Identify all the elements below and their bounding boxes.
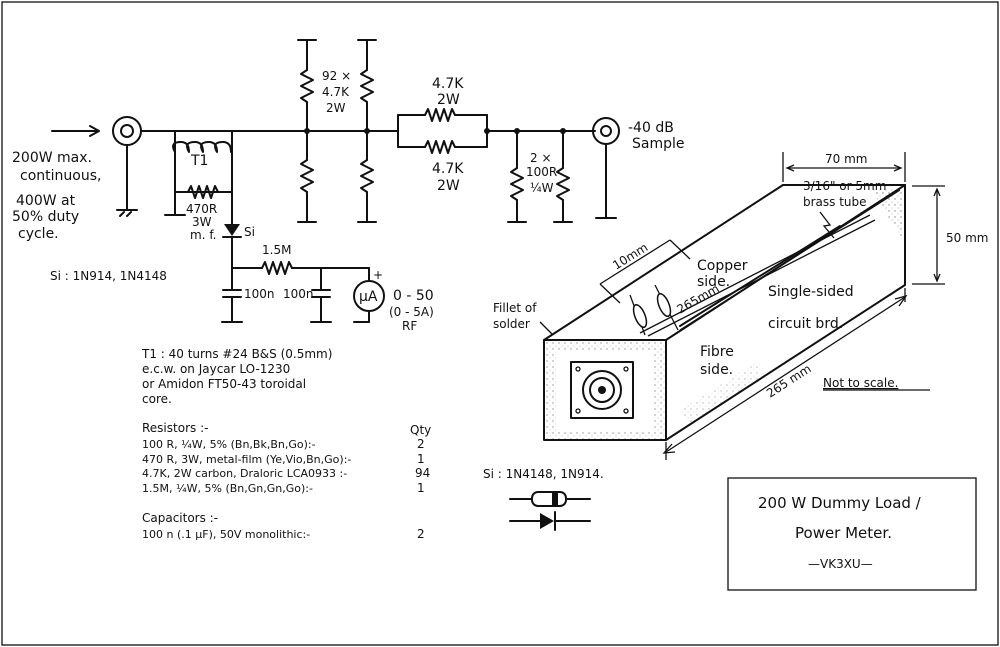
input-connector-icon bbox=[112, 116, 142, 217]
resistor-row-1-qty: 2 bbox=[417, 437, 425, 451]
bank-label-power: 2W bbox=[326, 101, 346, 115]
parallel-resistors-icon bbox=[366, 108, 596, 154]
t1-transformer-icon bbox=[164, 130, 233, 226]
cap2-capacitor-icon bbox=[310, 267, 332, 323]
meter-range-3: RF bbox=[402, 319, 417, 333]
resistor-row-3: 4.7K, 2W carbon, Draloric LCA0933 :- bbox=[142, 467, 347, 480]
not-to-scale-label: Not to scale. bbox=[823, 376, 898, 390]
capacitor-row-1-qty: 2 bbox=[417, 527, 425, 541]
r470-label-power: 3W bbox=[192, 215, 212, 229]
resistor-row-4-qty: 1 bbox=[417, 481, 425, 495]
fillet-label-line1: Fillet of bbox=[493, 301, 537, 315]
t1-label: T1 bbox=[190, 153, 208, 169]
t1-note-line3: or Amidon FT50-43 toroidal bbox=[142, 377, 306, 391]
t1-note-line4: core. bbox=[142, 392, 172, 406]
tube-leader-icon bbox=[819, 211, 835, 239]
r100-value: 100R bbox=[526, 165, 557, 179]
bank-label-value: 4.7K bbox=[322, 85, 350, 99]
dim-265-outer-label: 265 mm bbox=[764, 361, 814, 400]
capacitors-heading: Capacitors :- bbox=[142, 511, 218, 525]
resistor-row-1: 100 R, ¼W, 5% (Bn,Bk,Bn,Go):- bbox=[142, 438, 316, 451]
title-line2: Power Meter. bbox=[795, 524, 892, 542]
resistor-row-2-qty: 1 bbox=[417, 452, 425, 466]
resistor-row-3-qty: 94 bbox=[415, 466, 430, 480]
copper-label-line1: Copper bbox=[697, 258, 748, 274]
cap1-capacitor-icon bbox=[221, 267, 243, 323]
qty-heading: Qty bbox=[410, 423, 431, 437]
output-label-sample: Sample bbox=[632, 136, 685, 152]
input-label-line4: 50% duty bbox=[12, 209, 79, 225]
output-divider-icon bbox=[507, 128, 573, 223]
t1-note-line1: T1 : 40 turns #24 B&S (0.5mm) bbox=[141, 347, 332, 361]
si-note-circuit: Si : 1N914, 1N4148 bbox=[50, 269, 167, 283]
fibre-label-line2: side. bbox=[700, 362, 733, 378]
diode-si-label: Si bbox=[244, 225, 255, 239]
tube-label-line1: 3/16" or 5mm bbox=[803, 179, 886, 193]
box-drawing bbox=[543, 184, 906, 441]
title-line3: —VK3XU— bbox=[808, 557, 873, 571]
resistor-row-2: 470 R, 3W, metal-film (Ye,Vio,Bn,Go):- bbox=[142, 453, 351, 466]
fibre-label-line1: Fibre bbox=[700, 344, 734, 360]
cap1-label: 100n bbox=[244, 287, 275, 301]
output-connector-icon bbox=[592, 117, 620, 219]
single-sided-line2: circuit brd. bbox=[768, 316, 843, 332]
capacitor-row-1: 100 n (.1 μF), 50V monolithic:- bbox=[142, 528, 310, 541]
input-label-line5: cycle. bbox=[18, 226, 59, 242]
bank-label-count: 92 × bbox=[322, 69, 351, 83]
dimension-50mm bbox=[912, 185, 945, 285]
fillet-leader-icon bbox=[539, 321, 553, 335]
input-label-line2: continuous, bbox=[20, 168, 101, 184]
r47b-power: 2W bbox=[437, 178, 460, 194]
title-line1: 200 W Dummy Load / bbox=[758, 494, 922, 512]
r100-count: 2 × bbox=[530, 151, 552, 165]
dimension-265mm bbox=[662, 288, 908, 460]
input-arrow bbox=[51, 125, 100, 137]
diode-package-icon bbox=[509, 491, 591, 507]
meter-symbol: μA bbox=[359, 289, 378, 305]
meter-plus-sign: + bbox=[373, 268, 383, 282]
r100-power: ¼W bbox=[530, 181, 554, 195]
dim-70-label: 70 mm bbox=[825, 152, 867, 166]
resistor-row-4: 1.5M, ¼W, 5% (Bn,Gn,Gn,Go):- bbox=[142, 482, 313, 495]
title-box bbox=[727, 477, 977, 591]
resistors-heading: Resistors :- bbox=[142, 421, 208, 435]
t1-note-line2: e.c.w. on Jaycar LO-1230 bbox=[142, 362, 290, 376]
meter-range-1: 0 - 50 bbox=[393, 288, 434, 304]
r470-resistor-icon bbox=[187, 185, 219, 199]
fillet-label-line2: solder bbox=[493, 317, 530, 331]
r1m5-resistor-icon bbox=[261, 261, 293, 275]
r47a-value: 4.7K bbox=[432, 76, 464, 92]
r470-label-value: 470R bbox=[186, 202, 217, 216]
copper-label-line2: side. bbox=[697, 274, 730, 290]
input-label-line3: 400W at bbox=[16, 193, 76, 209]
diode-symbol-icon bbox=[509, 511, 591, 531]
si-diode-icon bbox=[222, 224, 242, 269]
input-label-line1: 200W max. bbox=[12, 150, 92, 166]
meter-range-2: (0 - 5A) bbox=[389, 305, 434, 319]
diode-note-label: Si : 1N4148, 1N914. bbox=[483, 467, 604, 481]
tube-label-line2: brass tube bbox=[803, 195, 867, 209]
r47b-value: 4.7K bbox=[432, 161, 464, 177]
r470-label-type: m. f. bbox=[190, 228, 216, 242]
dim-50-label: 50 mm bbox=[946, 231, 988, 245]
dimension-70mm bbox=[782, 152, 906, 182]
cap2-label: 100n bbox=[283, 287, 314, 301]
r47a-power: 2W bbox=[437, 92, 460, 108]
resistor-bank-icon bbox=[297, 39, 377, 223]
single-sided-line1: Single-sided bbox=[768, 284, 854, 300]
dimension-10mm bbox=[599, 239, 691, 304]
output-label-level: -40 dB bbox=[628, 120, 674, 136]
r1m5-label: 1.5M bbox=[262, 243, 291, 257]
